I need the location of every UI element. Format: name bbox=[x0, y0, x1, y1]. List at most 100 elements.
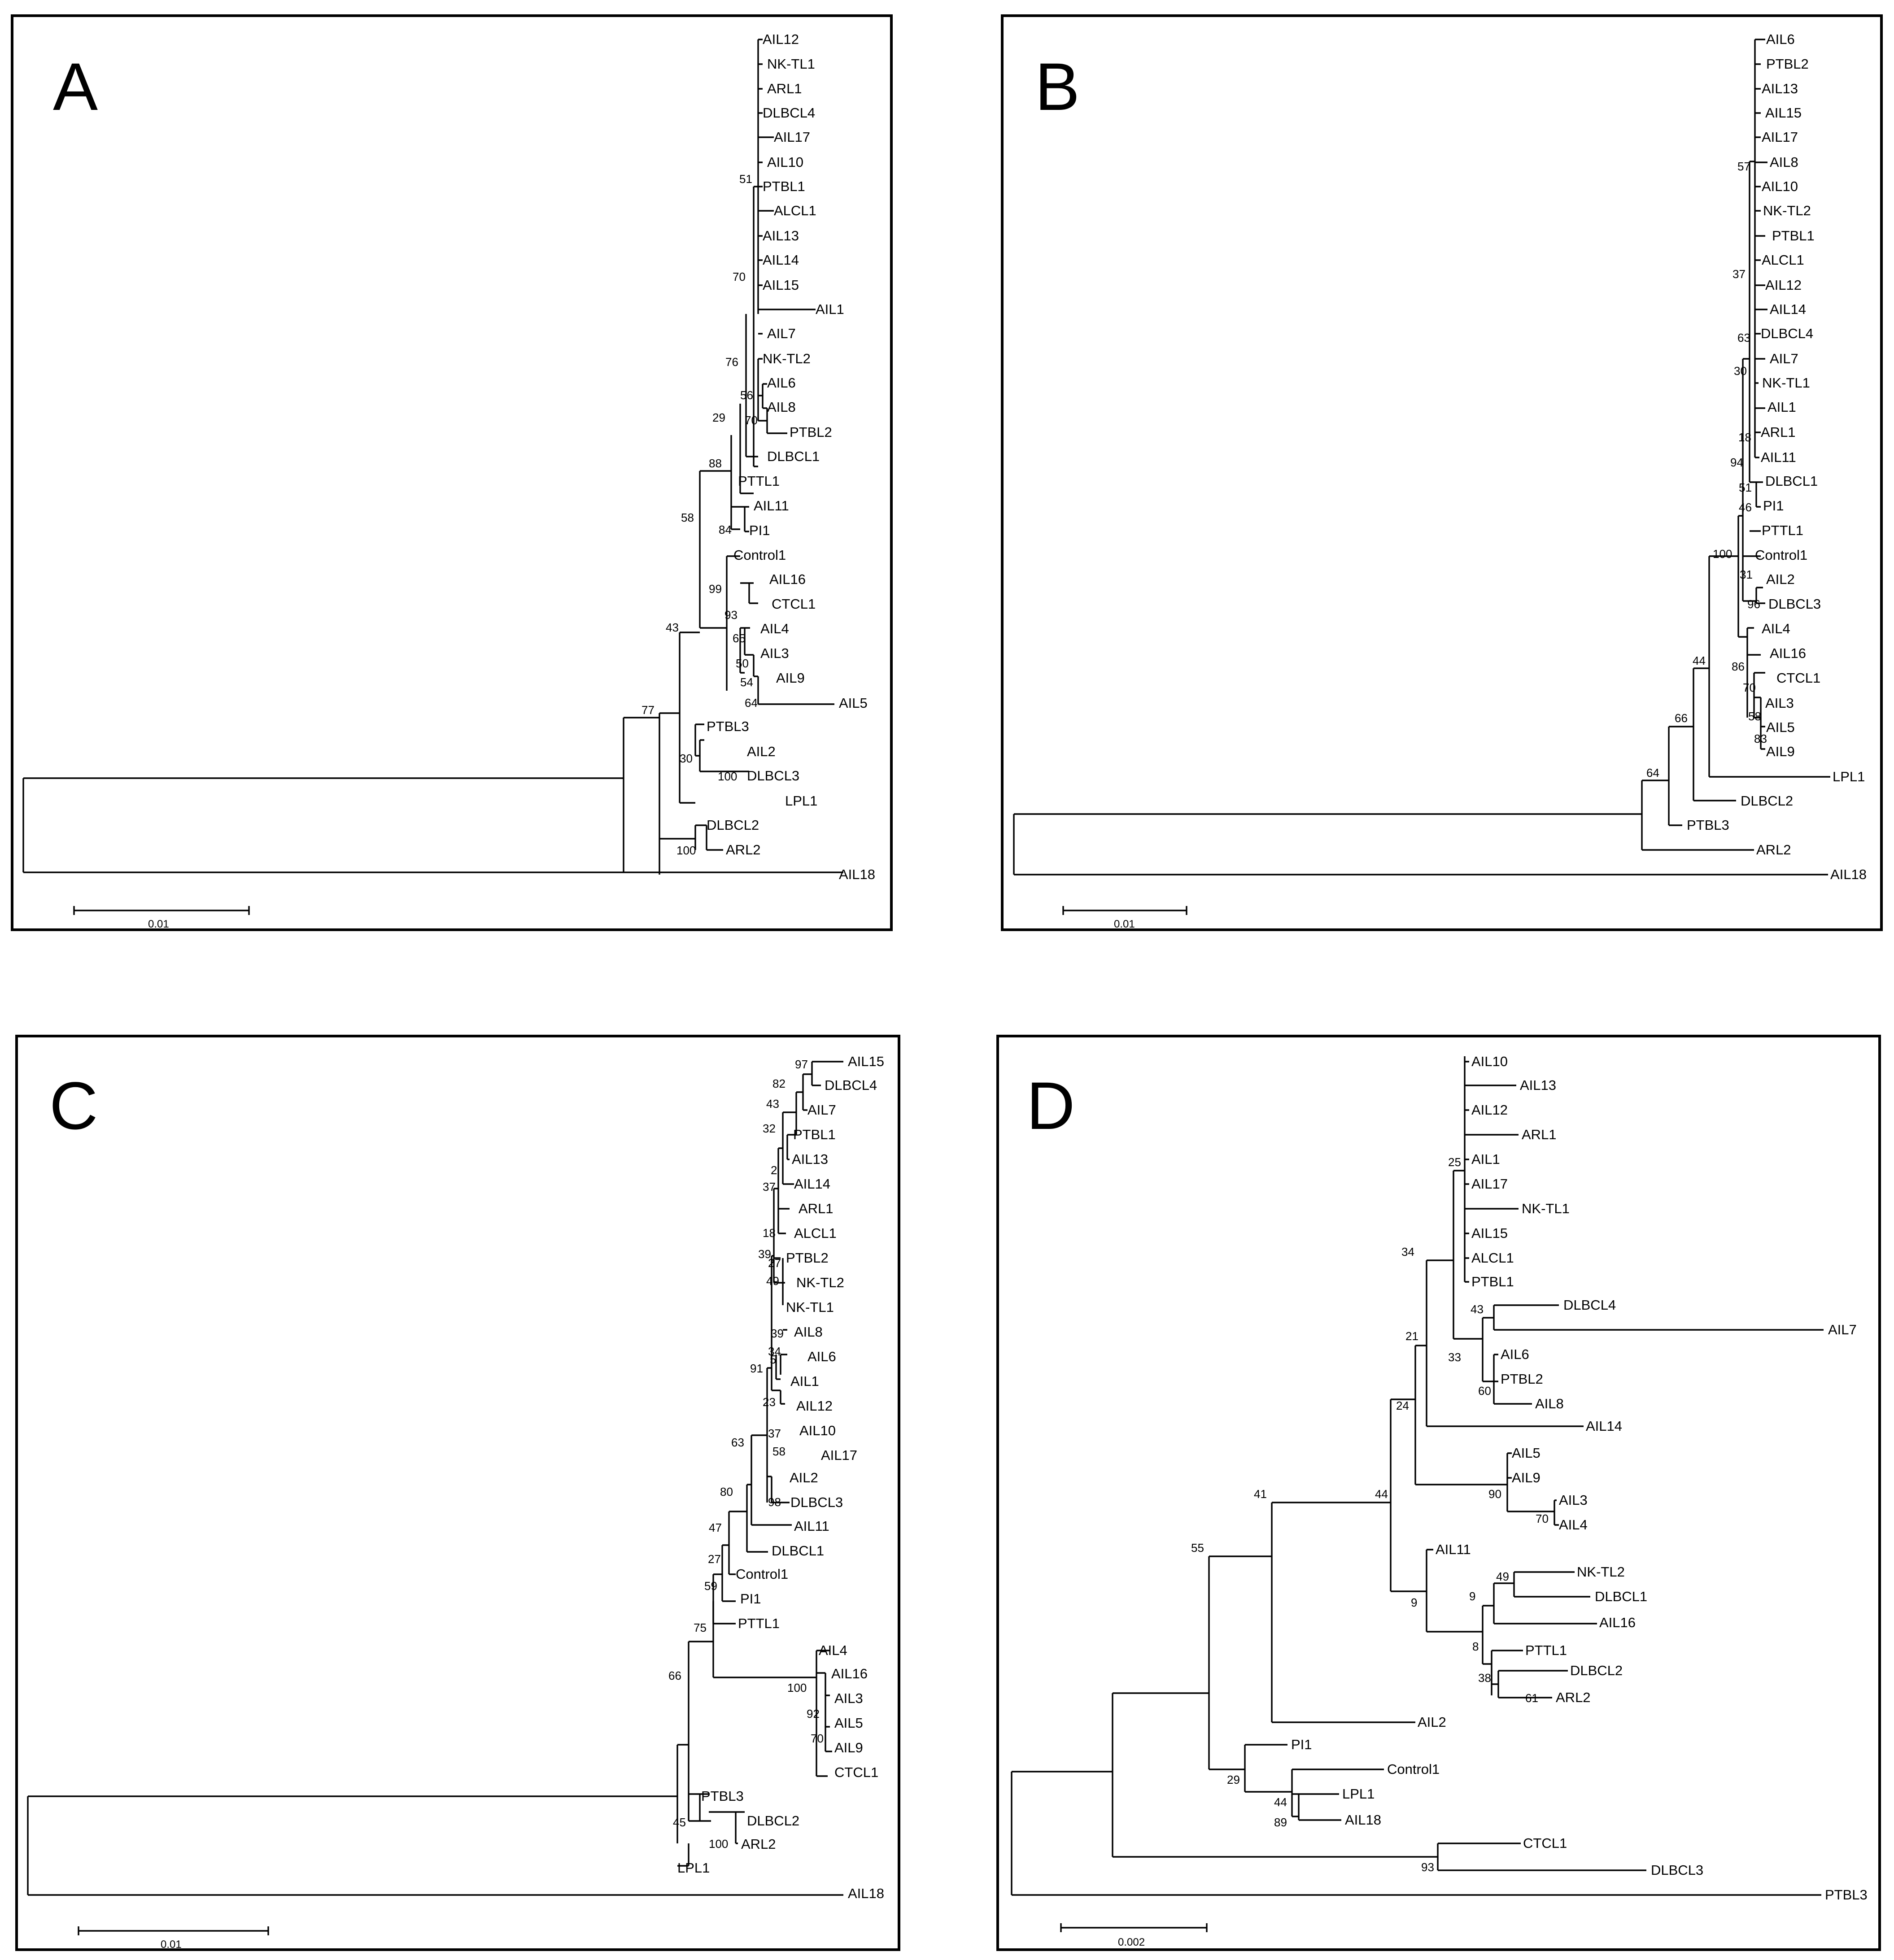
leaf-label: AIL3 bbox=[760, 645, 789, 661]
leaf-label: AIL2 bbox=[1418, 1714, 1446, 1730]
leaf-label: AIL9 bbox=[1766, 744, 1795, 759]
leaf-label: DLBCL1 bbox=[1765, 473, 1818, 489]
leaf-label: PTTL1 bbox=[738, 473, 780, 489]
bootstrap-value: 63 bbox=[731, 1436, 744, 1449]
bootstrap-value: 92 bbox=[807, 1707, 820, 1720]
leaf-label: AIL10 bbox=[1762, 179, 1798, 194]
leaf-label: ARL2 bbox=[726, 842, 761, 858]
leaf-label: PTBL1 bbox=[1772, 228, 1815, 244]
leaf-label: PI1 bbox=[1763, 498, 1784, 514]
bootstrap-value: 5 bbox=[770, 1353, 776, 1366]
leaf-label: NK-TL2 bbox=[1577, 1564, 1625, 1580]
leaf-label: ARL1 bbox=[1522, 1127, 1557, 1142]
leaf-label: AIL2 bbox=[790, 1470, 818, 1485]
leaf-label: AIL17 bbox=[821, 1447, 857, 1463]
bootstrap-value: 30 bbox=[680, 752, 693, 765]
bootstrap-value: 70 bbox=[1743, 681, 1756, 694]
bootstrap-value: 75 bbox=[694, 1621, 707, 1634]
bootstrap-value: 83 bbox=[1754, 732, 1767, 745]
bootstrap-value: 93 bbox=[724, 608, 738, 622]
bootstrap-value: 18 bbox=[1738, 431, 1751, 444]
bootstrap-value: 93 bbox=[1421, 1860, 1434, 1874]
bootstrap-value: 8 bbox=[1472, 1640, 1479, 1653]
leaf-label: DLBCL4 bbox=[1761, 326, 1813, 341]
leaf-label: PTTL1 bbox=[738, 1616, 780, 1631]
leaf-label: PI1 bbox=[749, 523, 770, 538]
leaf-label: AIL18 bbox=[839, 867, 875, 882]
bootstrap-value: 84 bbox=[719, 523, 732, 536]
bootstrap-value: 21 bbox=[1405, 1329, 1418, 1343]
bootstrap-value: 76 bbox=[725, 355, 738, 369]
leaf-label: AIL4 bbox=[760, 621, 789, 636]
leaf-label: PTBL2 bbox=[1766, 56, 1809, 72]
leaf-label: AIL3 bbox=[1559, 1492, 1588, 1508]
leaf-label: AIL15 bbox=[763, 277, 799, 293]
bootstrap-value: 51 bbox=[739, 172, 752, 186]
leaf-label: DLBCL1 bbox=[767, 449, 820, 464]
leaf-label: AIL17 bbox=[1471, 1176, 1508, 1192]
panel-a-letter: A bbox=[53, 49, 98, 124]
bootstrap-value: 37 bbox=[763, 1180, 776, 1193]
leaf-label: DLBCL4 bbox=[825, 1077, 877, 1093]
leaf-label: AIL12 bbox=[763, 31, 799, 47]
bootstrap-value: 33 bbox=[1448, 1350, 1461, 1364]
leaf-label: AIL4 bbox=[1559, 1517, 1588, 1533]
bootstrap-value: 27 bbox=[768, 1256, 781, 1270]
leaf-label: DLBCL2 bbox=[747, 1813, 799, 1829]
leaf-label: AIL9 bbox=[776, 670, 805, 686]
bootstrap-value: 58 bbox=[772, 1445, 786, 1458]
bootstrap-value: 58 bbox=[681, 511, 694, 524]
panel-c-leaf-labels: AIL15 DLBCL4 AIL7 PTBL1 AIL13 AIL14 ARL1… bbox=[677, 1054, 884, 1901]
bootstrap-value: 43 bbox=[1471, 1302, 1484, 1316]
leaf-label: AIL13 bbox=[763, 228, 799, 244]
panel-b-letter: B bbox=[1035, 49, 1080, 124]
bootstrap-value: 27 bbox=[708, 1552, 721, 1566]
leaf-label: AIL3 bbox=[1765, 695, 1794, 711]
panel-a-leaf-labels: AIL12 NK-TL1 ARL1 DLBCL4 AIL17 AIL10 PTB… bbox=[707, 31, 875, 882]
panel-a: A AIL12 NK-TL1 ARL1 DLBCL4 AIL17 AIL10 P… bbox=[11, 14, 893, 931]
bootstrap-value: 51 bbox=[1739, 481, 1752, 494]
leaf-label: DLBCL3 bbox=[1651, 1862, 1703, 1878]
bootstrap-value: 100 bbox=[787, 1681, 807, 1694]
leaf-label: AIL6 bbox=[1501, 1346, 1529, 1362]
bootstrap-value: 63 bbox=[1737, 331, 1750, 344]
bootstrap-value: 80 bbox=[720, 1485, 733, 1498]
bootstrap-value: 96 bbox=[1747, 597, 1760, 611]
bootstrap-value: 70 bbox=[733, 270, 746, 283]
leaf-label: ARL1 bbox=[799, 1201, 834, 1216]
leaf-label: ALCL1 bbox=[794, 1225, 837, 1241]
bootstrap-value: 100 bbox=[676, 844, 696, 857]
scale-bar-label: 0.002 bbox=[1118, 1936, 1145, 1948]
leaf-label: DLBCL1 bbox=[1595, 1589, 1647, 1604]
bootstrap-value: 37 bbox=[768, 1427, 781, 1440]
bootstrap-value: 56 bbox=[740, 388, 753, 402]
scale-bar-label: 0.01 bbox=[1114, 918, 1135, 930]
leaf-label: NK-TL1 bbox=[767, 56, 815, 72]
leaf-label: AIL4 bbox=[1762, 621, 1790, 636]
bootstrap-value: 65 bbox=[733, 632, 746, 645]
leaf-label: Control1 bbox=[736, 1566, 788, 1582]
bootstrap-value: 45 bbox=[673, 1816, 686, 1829]
leaf-label: AIL5 bbox=[1766, 719, 1795, 735]
leaf-label: CTCL1 bbox=[1523, 1835, 1567, 1851]
leaf-label: AIL5 bbox=[839, 695, 868, 711]
bootstrap-value: 61 bbox=[1525, 1691, 1538, 1705]
leaf-label: AIL1 bbox=[816, 301, 844, 317]
leaf-label: ARL2 bbox=[741, 1836, 776, 1852]
bootstrap-value: 38 bbox=[1478, 1671, 1491, 1685]
leaf-label: AIL4 bbox=[819, 1642, 847, 1658]
leaf-label: PTBL3 bbox=[707, 719, 749, 734]
bootstrap-value: 64 bbox=[1646, 766, 1659, 780]
leaf-label: ARL2 bbox=[1756, 842, 1791, 858]
leaf-label: DLBCL4 bbox=[1563, 1297, 1616, 1313]
panel-c: C AIL15 DLBCL4 AIL7 PTBL1 AIL13 AIL14 AR… bbox=[15, 1035, 900, 1951]
panel-b-scale-bar: 0.01 bbox=[1062, 906, 1187, 930]
leaf-label: AIL7 bbox=[1770, 351, 1798, 366]
leaf-label: DLBCL4 bbox=[763, 105, 815, 121]
leaf-label: AIL14 bbox=[794, 1176, 830, 1192]
leaf-label: AIL10 bbox=[799, 1423, 836, 1438]
leaf-label: AIL17 bbox=[774, 129, 810, 145]
leaf-label: AIL16 bbox=[1770, 645, 1806, 661]
panel-d-leaf-labels: AIL10 AIL13 AIL12 ARL1 AIL1 AIL17 NK-TL1… bbox=[1291, 1054, 1868, 1903]
leaf-label: AIL7 bbox=[767, 326, 796, 341]
